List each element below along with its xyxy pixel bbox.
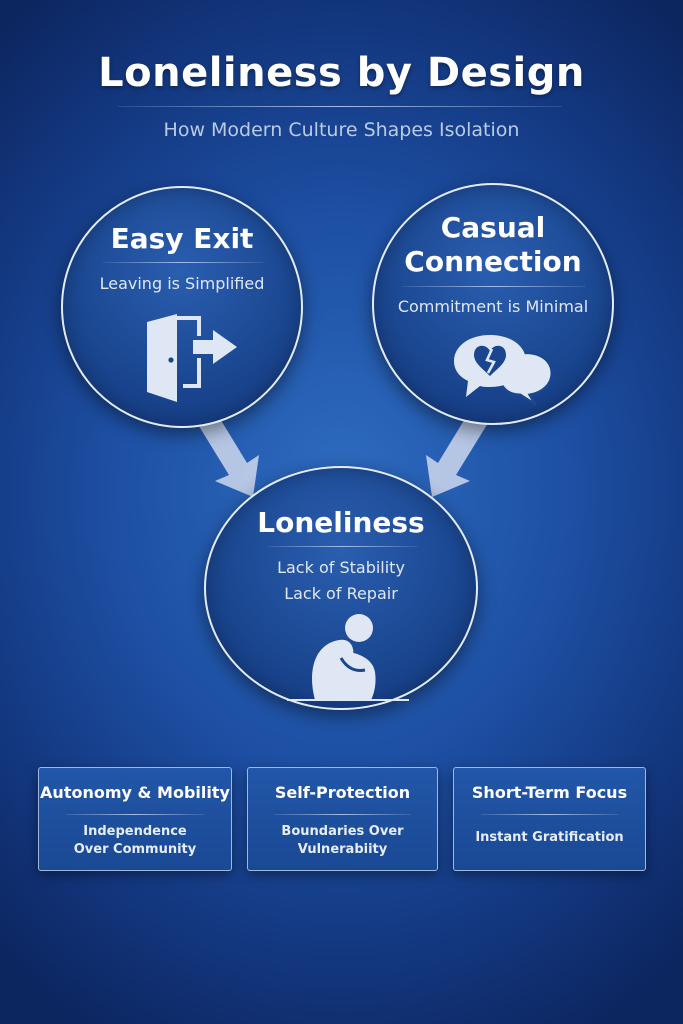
factor-card-title: Autonomy & Mobility	[40, 783, 230, 802]
casual-connection-subtitle: Commitment is Minimal	[397, 297, 589, 316]
easy-exit-subtitle: Leaving is Simplified	[99, 274, 265, 293]
factor-card-line-1: Boundaries Over	[281, 824, 404, 839]
loneliness-divider	[268, 546, 418, 547]
factor-card-text: Instant Gratification	[454, 829, 645, 847]
title-divider	[118, 106, 562, 107]
factor-card-text: Boundaries Over Vulnerabiity	[248, 823, 437, 859]
factor-card-autonomy-mobility: Autonomy & Mobility Independence Over Co…	[38, 767, 232, 871]
loneliness-circle: Loneliness Lack of Stability Lack of Rep…	[204, 466, 478, 710]
loneliness-title: Loneliness	[257, 506, 425, 539]
arrow-casual-connection-to-loneliness	[426, 417, 488, 497]
factor-card-line-2: Over Community	[73, 842, 197, 857]
easy-exit-circle: Easy Exit Leaving is Simplified	[61, 186, 303, 428]
easy-exit-divider	[103, 262, 263, 263]
casual-connection-title-line1: Casual	[440, 211, 546, 244]
factor-card-short-term-focus: Short-Term Focus Instant Gratification	[453, 767, 646, 871]
factor-card-divider	[65, 814, 205, 815]
broken-heart-chat-icon	[454, 335, 554, 407]
sitting-person-icon	[287, 614, 409, 701]
casual-connection-divider	[402, 286, 586, 287]
loneliness-line-1: Lack of Stability	[277, 558, 405, 577]
casual-connection-circle: Casual Connection Commitment is Minimal	[372, 183, 614, 425]
factor-card-divider	[274, 814, 411, 815]
loneliness-line-2: Lack of Repair	[284, 584, 398, 603]
factor-card-title: Short-Term Focus	[471, 783, 628, 802]
casual-connection-title-line2: Connection	[404, 245, 582, 278]
factor-card-line-2: Vulnerabiity	[297, 842, 388, 857]
easy-exit-title: Easy Exit	[110, 222, 254, 255]
factor-card-text: Independence Over Community	[39, 823, 231, 859]
arrow-easy-exit-to-loneliness	[197, 417, 259, 497]
factor-card-line-1: Instant Gratification	[475, 830, 624, 845]
factor-card-self-protection: Self-Protection Boundaries Over Vulnerab…	[247, 767, 438, 871]
factor-card-title: Self-Protection	[274, 783, 411, 802]
factor-card-line-1: Independence	[83, 824, 187, 839]
factor-card-divider	[480, 814, 619, 815]
door-exit-icon	[147, 314, 237, 402]
page-subtitle: How Modern Culture Shapes Isolation	[163, 119, 520, 141]
page-title: Loneliness by Design	[98, 50, 585, 96]
